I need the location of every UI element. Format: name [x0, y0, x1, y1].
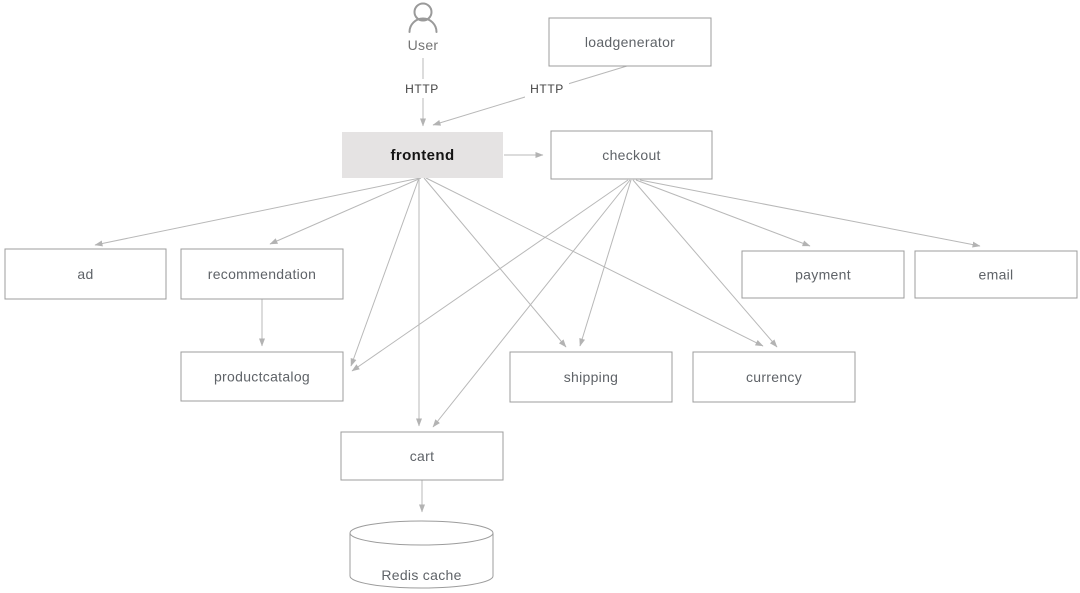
edge-label-user-frontend: HTTP: [405, 82, 439, 96]
database-cylinder-body: [349, 533, 494, 589]
node-box-cart: [340, 431, 504, 481]
node-checkout: checkout: [550, 130, 713, 180]
node-ad: ad: [4, 248, 167, 300]
database-cylinder-top: [349, 520, 494, 546]
node-box-payment: [741, 250, 905, 299]
node-user: User: [408, 2, 439, 53]
node-payment: payment: [741, 250, 905, 299]
node-label-user: User: [408, 37, 439, 53]
edge-frontend-shipping: [423, 177, 567, 348]
node-box-productcatalog: [180, 351, 344, 402]
node-box-email: [914, 250, 1078, 299]
node-label-shipping: shipping: [564, 369, 619, 385]
node-box-checkout: [550, 130, 713, 180]
edge-label-loadgenerator-frontend: HTTP: [530, 82, 564, 96]
node-label-frontend: frontend: [390, 147, 454, 164]
node-box-loadgenerator: [548, 17, 712, 67]
edge-frontend-productcatalog: [350, 177, 420, 367]
node-loadgenerator: loadgenerator: [548, 17, 712, 67]
node-label-checkout: checkout: [602, 147, 660, 163]
node-label-payment: payment: [795, 267, 851, 283]
edge-frontend-recommendation: [269, 177, 422, 245]
node-cart: cart: [340, 431, 504, 481]
node-label-recommendation: recommendation: [208, 266, 316, 282]
node-label-cart: cart: [410, 448, 435, 464]
edges-layer: HTTP HTTP: [94, 58, 981, 513]
node-recommendation: recommendation: [180, 248, 344, 300]
node-productcatalog: productcatalog: [180, 351, 344, 402]
node-email: email: [914, 250, 1078, 299]
node-box-ad: [4, 248, 167, 300]
edge-checkout-payment: [635, 179, 811, 247]
node-box-shipping: [509, 351, 673, 403]
node-label-loadgenerator: loadgenerator: [585, 34, 675, 50]
node-box-currency: [692, 351, 856, 403]
node-label-productcatalog: productcatalog: [214, 369, 310, 385]
node-label-currency: currency: [746, 369, 802, 385]
edge-checkout-shipping: [579, 179, 632, 347]
node-label-redis: Redis cache: [381, 567, 461, 583]
edge-checkout-currency: [632, 179, 778, 348]
node-shipping: shipping: [509, 351, 673, 403]
node-frontend: frontend: [342, 132, 503, 178]
edge-label-backing: [525, 79, 569, 98]
node-box-recommendation: [180, 248, 344, 300]
edge-frontend-ad: [94, 177, 421, 247]
node-redis: Redis cache: [349, 520, 494, 589]
edge-label-backing: [400, 79, 444, 98]
user-person-icon: [408, 2, 438, 33]
edge-frontend-currency: [425, 177, 764, 347]
edge-checkout-email: [639, 179, 981, 248]
nodes-layer: User loadgenerator frontend checkout ad recom…: [4, 2, 1078, 589]
edge-checkout-productcatalog: [351, 179, 629, 372]
node-label-email: email: [979, 267, 1014, 283]
node-box-frontend: [342, 132, 503, 178]
node-currency: currency: [692, 351, 856, 403]
edge-checkout-cart: [432, 179, 631, 428]
node-label-ad: ad: [77, 266, 93, 282]
